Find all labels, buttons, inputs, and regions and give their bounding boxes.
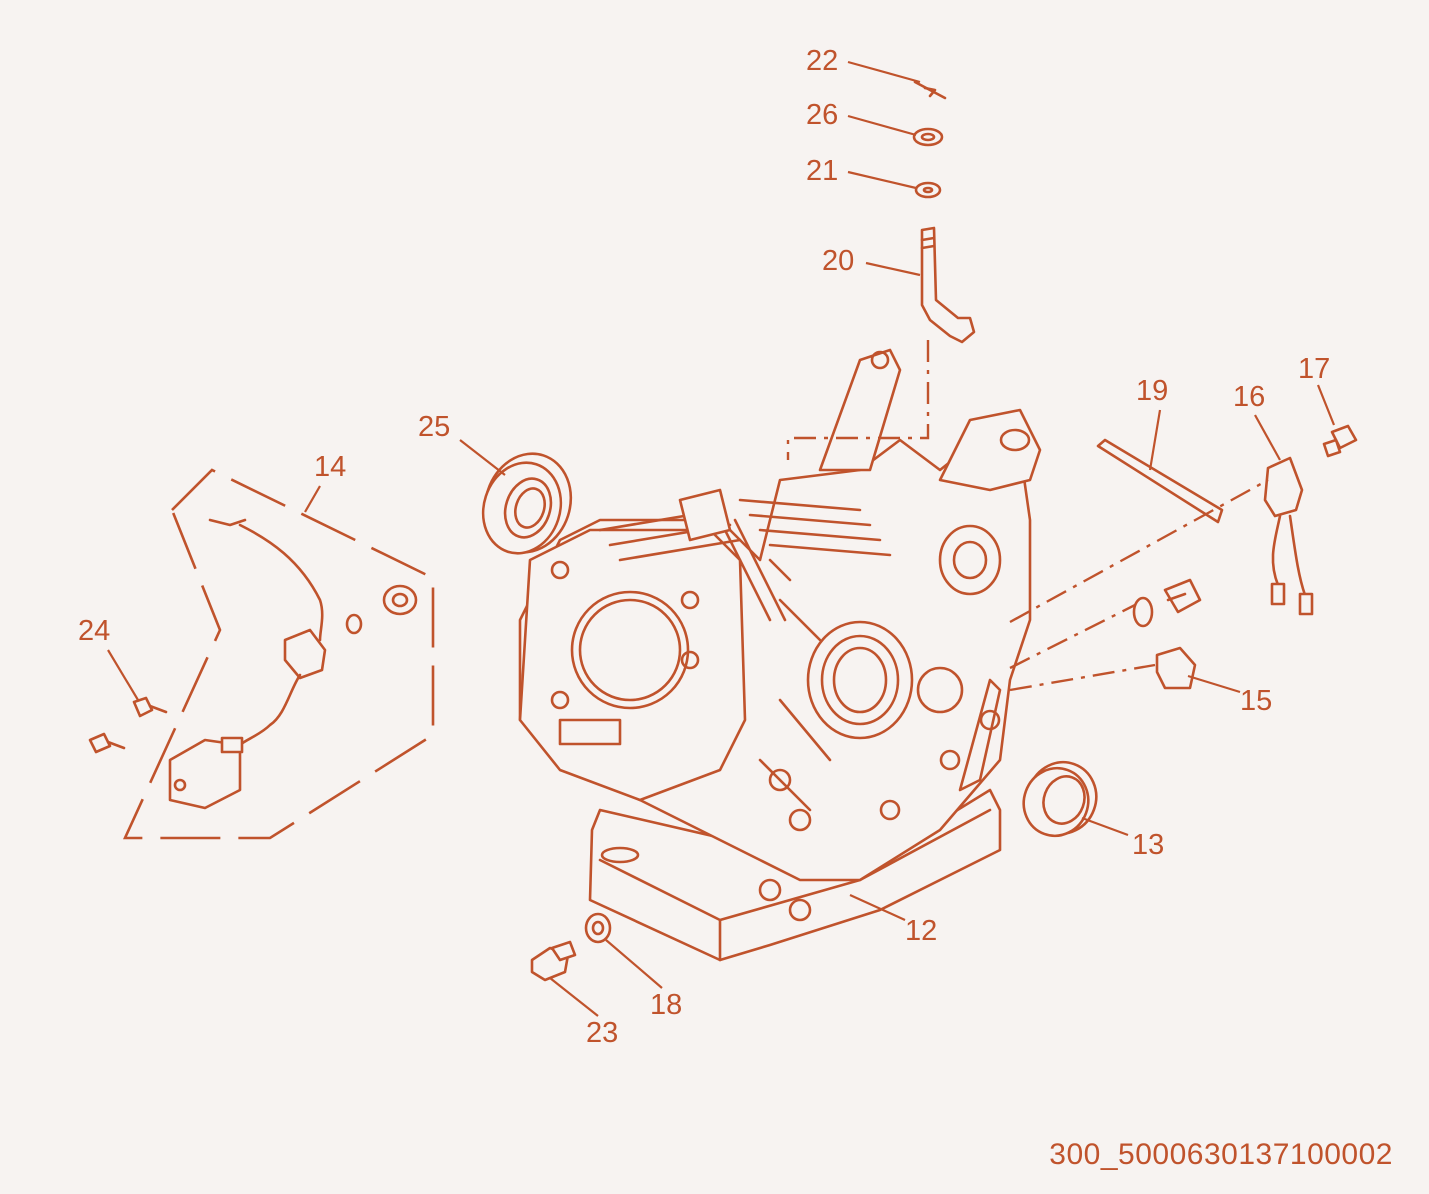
callout-22: 21 — [806, 155, 838, 187]
oil-seal-left-part — [481, 452, 573, 555]
callout-21: 20 — [822, 245, 854, 277]
callout-labels: 22 26 21 20 25 14 24 19 16 17 15 13 12 1… — [78, 45, 1330, 1049]
callout-14: 14 — [314, 451, 346, 483]
callout-19: 23 — [586, 1017, 618, 1049]
ignition-coil-assembly-part — [88, 468, 435, 840]
callout-24: 24 — [78, 615, 110, 647]
right-side-parts — [1009, 424, 1358, 692]
callout-20: 19 — [1136, 375, 1168, 407]
callout-12: 12 — [905, 915, 937, 947]
diagram-reference-code: 300_5000630137100002 — [1049, 1138, 1393, 1171]
callout-23: 22 — [806, 45, 838, 77]
leader-lines — [107, 60, 1336, 1017]
callout-25: 25 — [418, 411, 450, 443]
callout-26: 26 — [806, 99, 838, 131]
crankcase-part — [518, 348, 1042, 962]
callout-18: 18 — [650, 989, 682, 1021]
callout-17: 17 — [1298, 353, 1330, 385]
callout-15: 15 — [1240, 685, 1272, 717]
callout-16: 16 — [1233, 381, 1265, 413]
drain-bolt-parts — [530, 912, 612, 982]
callout-13: 13 — [1132, 829, 1164, 861]
governor-shaft-stack — [786, 80, 976, 460]
oil-seal-right-part — [1022, 760, 1098, 838]
